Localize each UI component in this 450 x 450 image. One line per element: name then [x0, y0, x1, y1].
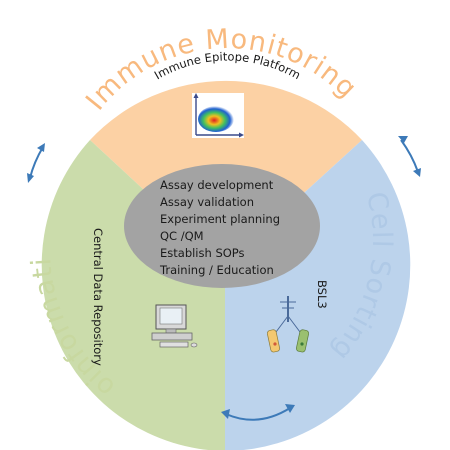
cell-sorter-icon [267, 296, 309, 353]
bidirectional-arrow-icon [221, 404, 295, 421]
hub-item: Assay validation [160, 195, 254, 209]
hub-item: Training / Education [159, 263, 274, 277]
bidirectional-arrow-icon [27, 143, 45, 183]
wedge-label-left: Central Data Repository [91, 228, 105, 366]
hub-item: QC /QM [160, 229, 204, 243]
wedge-label-right: BSL3 [315, 280, 329, 309]
central-hub [124, 164, 320, 288]
flow-cytometry-plot-icon [192, 93, 244, 138]
hub-items: Assay development Assay validation Exper… [159, 178, 280, 277]
wedge-central-data-repository [41, 140, 225, 450]
hub-item: Experiment planning [160, 212, 280, 226]
wedge-bsl3 [225, 140, 411, 450]
computer-workstation-icon [151, 304, 198, 348]
hub-item: Assay development [160, 178, 274, 192]
hub-item: Establish SOPs [160, 246, 245, 260]
bidirectional-arrow-icon [398, 136, 421, 177]
